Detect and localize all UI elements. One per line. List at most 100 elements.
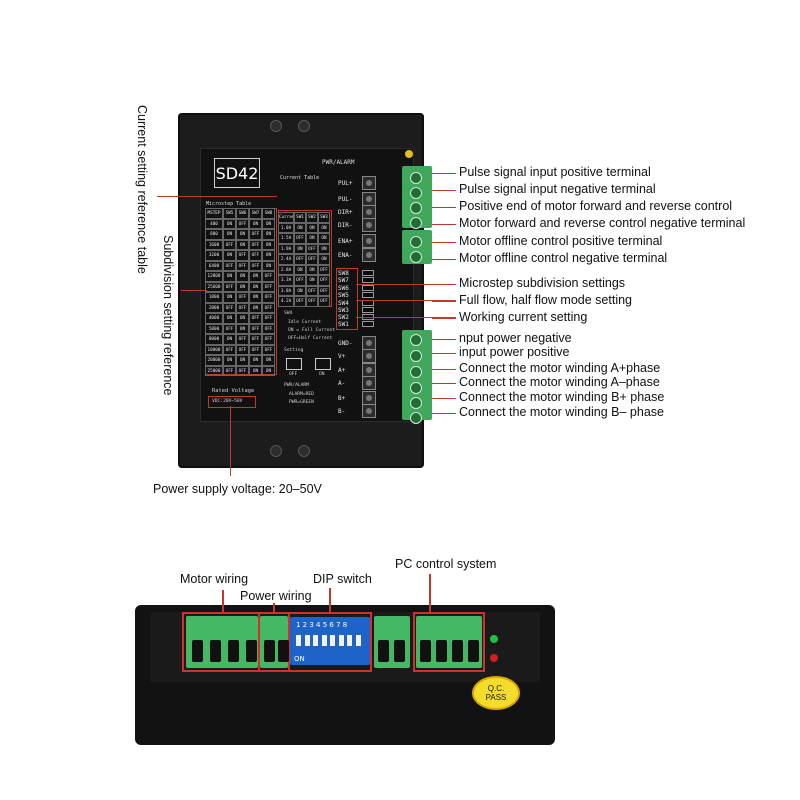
microstep-cell: ON [223,218,236,229]
current-header-cell: SW2 [306,212,318,223]
subdivision-line [181,290,207,291]
current-cell: OFF [318,275,330,286]
microstep-cell: ON [223,229,236,240]
microstep-cell: OFF [249,229,262,240]
dip-slot [362,285,374,291]
mount-hole [298,445,310,457]
pwr-note-green: PWR=GREEN [289,400,314,405]
model-label: SD42 [214,158,260,188]
mount-hole [270,445,282,457]
microstep-cell: OFF [223,260,236,271]
microstep-cell: ON [249,365,262,376]
microstep-cell: OFF [262,292,275,303]
dip-label: SW7 [338,277,349,284]
terminal-screw [410,172,422,184]
dip-label: SW1 [338,321,349,328]
setting-label: Setting [284,348,304,353]
microstep-cell: ON [262,229,275,240]
callout-line [432,173,456,174]
current-cell: ON [294,222,306,233]
microstep-cell: OFF [249,334,262,345]
signal-label: ENA+ [338,238,353,245]
callout-label: Motor offline control negative terminal [459,251,668,265]
qc-top: Q.C. [487,684,505,693]
microstep-cell: OFF [262,313,275,324]
callout-label: Connect the motor winding B+ phase [459,390,665,404]
microstep-cell: OFF [262,344,275,355]
power-label: B- [338,408,346,415]
current-cell: ON [294,264,306,275]
current-cell: ON [318,243,330,254]
callout-label: Connect the motor winding B– phase [459,405,664,419]
dip-key [330,635,335,646]
callout-label: Pulse signal input negative terminal [459,182,656,196]
microstep-cell: ON [236,313,249,324]
callout-line [432,242,456,243]
signal-terminal [362,234,376,248]
callout-line [432,413,456,414]
microstep-cell: OFF [262,334,275,345]
signal-label: DIR+ [338,209,353,216]
dip-key [313,635,318,646]
current-cell: OFF [306,285,318,296]
callout-label: Connect the motor winding A+phase [459,361,661,375]
sw4-on: ON = Full Current [288,328,336,333]
terminal-screw [410,382,422,394]
microstep-header-cell: SW5 [223,208,236,219]
power-terminal [362,336,376,350]
microstep-cell: 800 [205,229,223,240]
power-terminal [362,391,376,405]
sw4-idle: Idle Current [288,320,322,325]
terminal-screw [410,397,422,409]
signal-label: PUL+ [338,180,353,187]
current-cell: ON [306,222,318,233]
microstep-cell: OFF [223,365,236,376]
rated-voltage-title: Rated Voltage [212,388,255,394]
microstep-cell: OFF [223,239,236,250]
microstep-header-cell: SW6 [236,208,249,219]
microstep-cell: 5000 [205,323,223,334]
microstep-cell: ON [249,292,262,303]
dip-key [355,635,361,646]
microstep-cell: OFF [236,218,249,229]
dip-switch-box [288,612,372,672]
side-screw [264,640,275,662]
microstep-cell: OFF [223,323,236,334]
callout-label: Microstep subdivision settings [459,276,626,290]
terminal-screw [410,217,422,229]
callout-line [432,398,456,399]
dip-callout-line [356,300,456,301]
current-cell: 1.9A [278,243,294,254]
status-led [405,150,413,158]
signal-terminal [362,192,376,206]
microstep-cell: 3200 [205,250,223,261]
current-cell: OFF [294,233,306,244]
dip-callout-line [356,284,456,285]
microstep-cell: OFF [262,281,275,292]
setting-on-icon [315,358,331,370]
power-label: A- [338,380,346,387]
callout-line [432,259,456,260]
microstep-cell: OFF [249,344,262,355]
side-screw [228,640,239,662]
microstep-cell: ON [223,250,236,261]
dip-label-box [336,268,358,330]
dip-label: SW4 [338,300,349,307]
power-terminal [362,404,376,418]
rated-voltage-box: VDC:20V~50V [208,396,256,408]
pwr-note-red: ALARM=RED [289,392,314,397]
callout-line [432,301,456,302]
pwr-alarm-label: PWR/ALARM [322,159,355,166]
microstep-cell: OFF [236,260,249,271]
microstep-cell: OFF [223,281,236,292]
power-terminal [362,363,376,377]
current-cell: OFF [294,296,306,307]
terminal-screw [410,366,422,378]
microstep-header-cell: SW8 [262,208,275,219]
current-cell: OFF [294,275,306,286]
microstep-cell: OFF [249,239,262,250]
current-cell: 2.8A [278,264,294,275]
microstep-cell: ON [249,271,262,282]
pc-control-box [413,612,485,672]
microstep-cell: OFF [236,334,249,345]
